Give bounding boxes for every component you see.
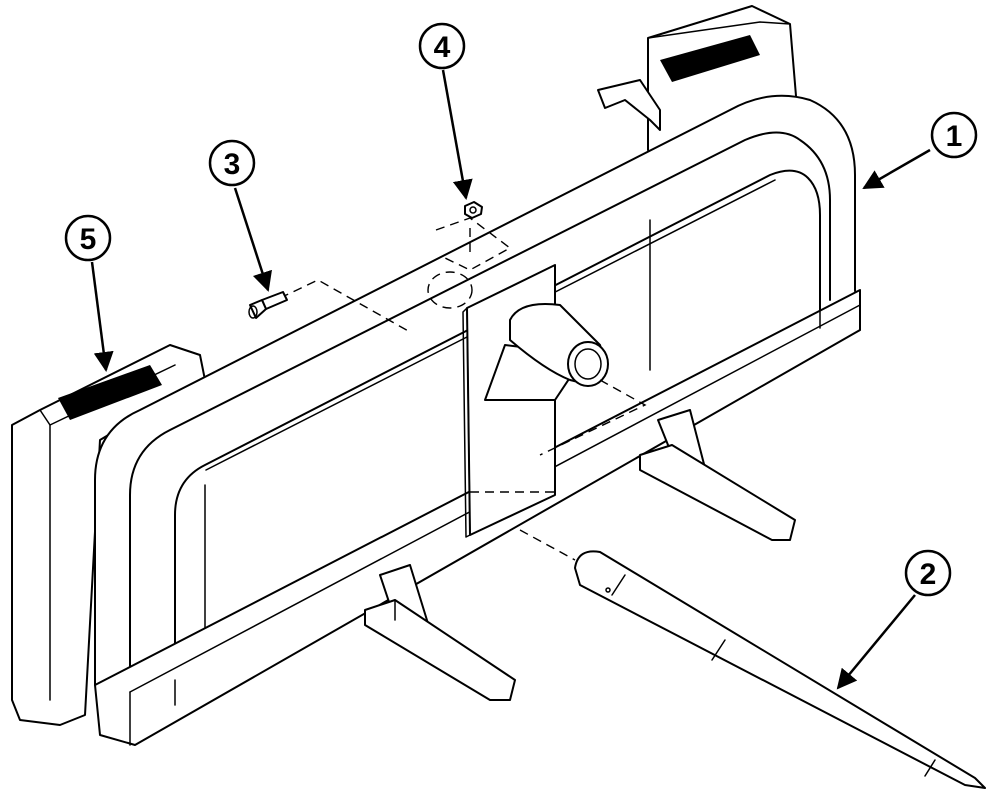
- callout-5-label: 5: [80, 223, 97, 256]
- nut-part-4: [464, 201, 483, 219]
- tine-part-2: [574, 550, 986, 789]
- leader-3: [233, 187, 272, 292]
- callout-4-label: 4: [434, 31, 451, 64]
- leader-4: [441, 69, 473, 200]
- right-wear-pad: [660, 35, 760, 82]
- assembly-lines: [279, 217, 647, 561]
- leader-2: [836, 594, 916, 690]
- callout-3-label: 3: [224, 148, 241, 181]
- callout-2: 2: [904, 549, 952, 597]
- left-wear-pad: [58, 365, 162, 420]
- callout-1: 1: [930, 111, 978, 159]
- callout-2-label: 2: [920, 558, 937, 591]
- callout-5: 5: [64, 214, 112, 262]
- leader-5: [90, 261, 114, 372]
- left-mounting-bracket: [11, 344, 207, 726]
- right-tine-rest: [639, 409, 796, 541]
- leader-1: [862, 148, 931, 190]
- center-tine-mount: [462, 264, 609, 538]
- bolt-part-3: [248, 291, 288, 319]
- left-tine-rest: [364, 564, 516, 701]
- leader-lines: [90, 69, 931, 690]
- callout-4: 4: [418, 22, 466, 70]
- callout-1-label: 1: [946, 120, 963, 153]
- callout-3: 3: [208, 139, 256, 187]
